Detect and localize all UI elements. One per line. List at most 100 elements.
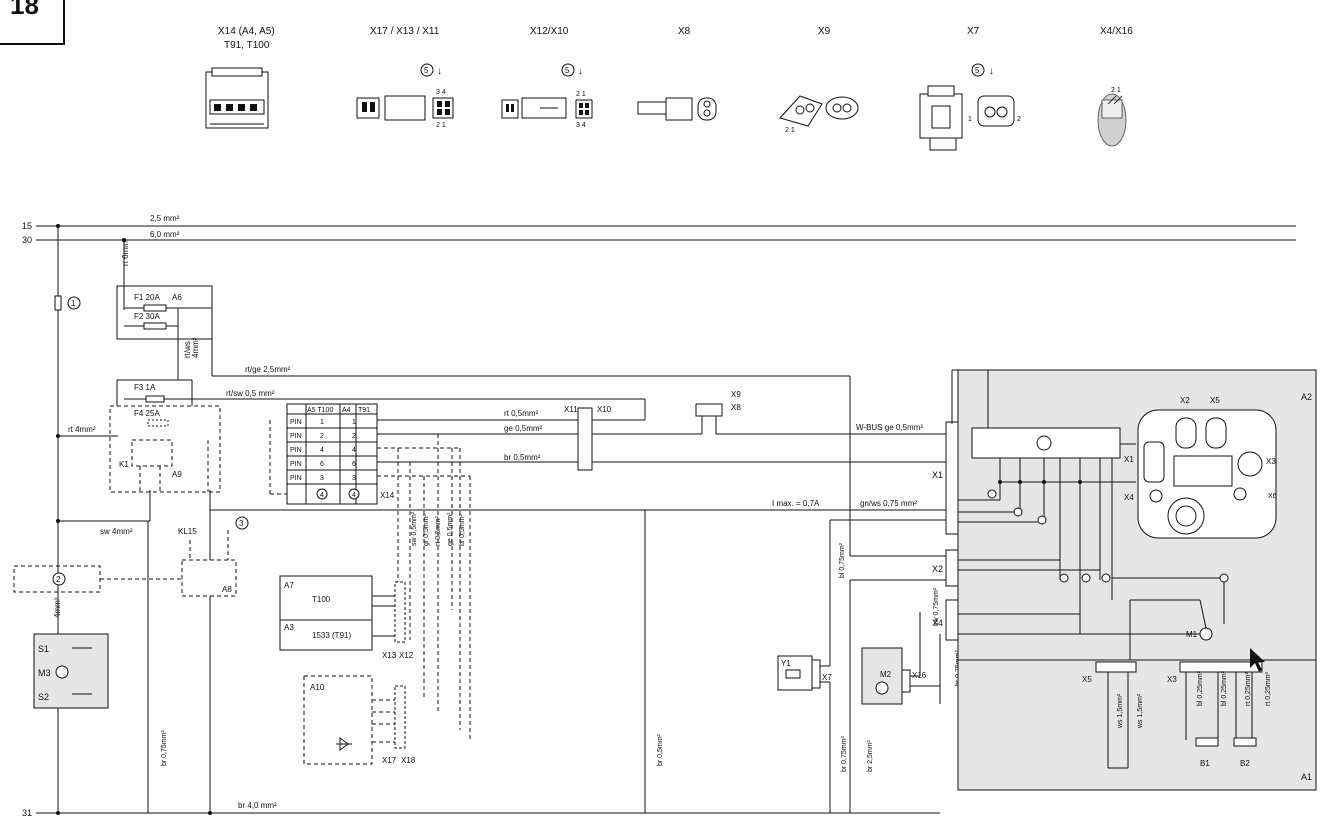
page-number-tab: 18 (0, 0, 65, 45)
svg-text:rt 0,25mm²: rt 0,25mm² (1245, 671, 1252, 706)
svg-text:4: 4 (352, 447, 356, 454)
svg-text:Y1: Y1 (781, 659, 791, 668)
rail-15: 15 2,5 mm² (22, 214, 1296, 231)
svg-text:br 0,5mm²: br 0,5mm² (657, 733, 664, 766)
svg-text:X6: X6 (1268, 493, 1277, 500)
svg-text:30: 30 (22, 235, 32, 245)
svg-text:X8: X8 (731, 403, 741, 412)
svg-text:X3: X3 (1266, 457, 1276, 466)
svg-text:1: 1 (352, 419, 356, 426)
motor-m2: M2 X16 (861, 612, 941, 705)
page-number: 18 (10, 0, 39, 20)
fuse-block-f3-f4: F3 1A rt/sw 0,5 mm² F4 25A K1 A9 (109, 379, 645, 493)
svg-text:M3: M3 (38, 668, 51, 678)
svg-text:PIN: PIN (290, 447, 302, 454)
connector-x8-label: X8 (678, 26, 691, 37)
svg-text:X18: X18 (401, 756, 416, 765)
connector-x12-icon: 5 ↓ 2 1 3 4 (501, 63, 593, 129)
connector-x7-icon: 5 ↓ 1 2 (919, 63, 1021, 151)
svg-text:br 4,0 mm²: br 4,0 mm² (238, 801, 277, 810)
svg-text:rt 0,5mm²: rt 0,5mm² (435, 515, 442, 546)
svg-text:B2: B2 (1240, 759, 1250, 768)
connector-x14-icon (205, 67, 269, 129)
svg-text:PIN: PIN (290, 419, 302, 426)
svg-text:I max. = 0,7A: I max. = 0,7A (772, 499, 820, 508)
svg-text:4: 4 (320, 447, 324, 454)
svg-text:↓: ↓ (989, 66, 994, 77)
svg-text:br 0,5mm²: br 0,5mm² (504, 453, 541, 462)
svg-text:sw 0,75mm²: sw 0,75mm² (933, 587, 940, 626)
svg-text:A10: A10 (310, 683, 325, 692)
svg-text:F4 25A: F4 25A (134, 409, 160, 418)
svg-text:X14: X14 (380, 491, 395, 500)
svg-text:4: 4 (352, 492, 356, 499)
svg-text:4mm²: 4mm² (191, 337, 200, 358)
svg-text:sw 4mm²: sw 4mm² (100, 527, 133, 536)
svg-text:ge 0,5mm²: ge 0,5mm² (504, 424, 543, 433)
svg-text:1: 1 (320, 419, 324, 426)
svg-text:rt/ge 2,5mm²: rt/ge 2,5mm² (245, 365, 291, 374)
svg-text:F3 1A: F3 1A (134, 383, 156, 392)
svg-text:1533 (T91): 1533 (T91) (312, 631, 351, 640)
svg-text:br 0,75mm²: br 0,75mm² (161, 730, 168, 766)
svg-text:X2: X2 (1180, 396, 1190, 405)
svg-text:2,5 mm²: 2,5 mm² (150, 214, 180, 223)
svg-text:2: 2 (56, 575, 61, 584)
svg-text:5: 5 (424, 66, 429, 75)
svg-text:X4: X4 (932, 618, 943, 628)
svg-text:ws 1,5mm²: ws 1,5mm² (1117, 693, 1124, 729)
connector-x4x16-label: X4/X16 (1100, 26, 1133, 37)
svg-text:PIN: PIN (290, 461, 302, 468)
svg-text:X5: X5 (1082, 675, 1092, 684)
svg-text:B1: B1 (1200, 759, 1210, 768)
svg-text:4: 4 (320, 492, 324, 499)
svg-text:3 4: 3 4 (576, 122, 586, 129)
connector-x7-label: X7 (967, 26, 980, 37)
svg-text:X12: X12 (399, 651, 414, 660)
connector-x12-label: X12/X10 (530, 26, 569, 37)
svg-text:A7: A7 (284, 581, 294, 590)
svg-text:6: 6 (352, 461, 356, 468)
connector-x11-x10: X11 X10 (564, 405, 952, 471)
svg-text:X2: X2 (932, 564, 943, 574)
svg-text:A4: A4 (342, 407, 351, 414)
svg-text:5: 5 (975, 66, 980, 75)
svg-text:X1: X1 (1124, 455, 1134, 464)
fuse-1: 1 (54, 295, 81, 311)
connector-x8-icon (637, 97, 717, 121)
svg-text:X7: X7 (822, 673, 832, 682)
svg-text:PIN: PIN (290, 475, 302, 482)
svg-text:2 1: 2 1 (436, 122, 446, 129)
rail-30: 30 6,0 mm² (22, 230, 1296, 245)
svg-text:A3: A3 (284, 623, 294, 632)
motor-m3-switches: S1 M3 S2 (33, 633, 109, 813)
svg-text:rt 0,25mm²: rt 0,25mm² (1265, 671, 1272, 706)
svg-text:ws 1,5mm²: ws 1,5mm² (1137, 693, 1144, 729)
svg-text:2: 2 (1017, 116, 1021, 123)
svg-text:rt 4mm²: rt 4mm² (68, 425, 96, 434)
svg-text:W-BUS ge 0,5mm²: W-BUS ge 0,5mm² (856, 423, 923, 432)
svg-text:5: 5 (565, 66, 570, 75)
svg-text:ge 0,5mm²: ge 0,5mm² (447, 512, 454, 546)
svg-text:S2: S2 (38, 692, 49, 702)
svg-text:br 2,5mm²: br 2,5mm² (867, 739, 874, 772)
svg-text:3: 3 (239, 519, 244, 528)
svg-text:sw 0,5mm²: sw 0,5mm² (411, 511, 418, 546)
svg-text:2 1: 2 1 (576, 91, 586, 98)
svg-text:X5: X5 (1210, 396, 1220, 405)
svg-text:A2: A2 (1301, 392, 1312, 402)
svg-text:rt 0,5mm²: rt 0,5mm² (504, 409, 539, 418)
svg-text:rt/sw 0,5 mm²: rt/sw 0,5 mm² (226, 389, 275, 398)
pin-table-x14: A5 T100 A4 T91 PIN 1 1 PIN 2 2 PIN 4 4 P… (269, 403, 578, 505)
connector-x17-icon: 5 ↓ 3 4 2 1 (356, 63, 454, 129)
svg-text:2 1: 2 1 (1111, 87, 1121, 94)
svg-text:4mm²: 4mm² (53, 597, 62, 618)
svg-text:3: 3 (352, 475, 356, 482)
svg-text:T100: T100 (312, 595, 331, 604)
svg-text:X11: X11 (564, 405, 578, 414)
connector-x9-icon: 2 1 (779, 95, 859, 134)
connector-x17-label: X17 / X13 / X11 (370, 26, 440, 37)
component-a10: A10 X17 X18 (303, 675, 416, 765)
svg-text:31: 31 (22, 808, 32, 818)
